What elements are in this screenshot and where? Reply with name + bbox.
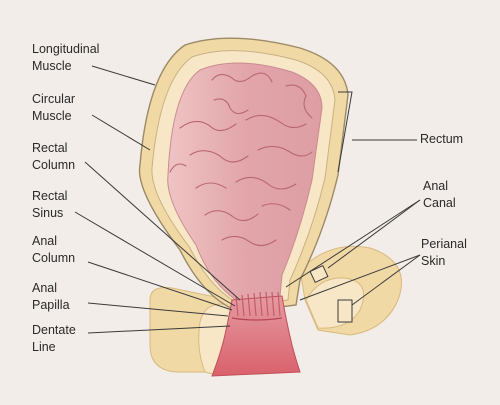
label-dentate-line: Dentate Line [32,323,79,354]
leader-longitudinal-muscle [91,65,156,86]
label-anal-column: Anal Column [32,234,75,265]
leader-dentate-line [87,325,231,334]
leader-anal-column [87,261,233,311]
anal-columns [235,291,281,317]
leader-anal-canal-2 [327,199,421,269]
label-anal-papilla: Anal Papilla [32,281,70,312]
leader-circular-muscle [91,114,151,151]
label-anal-canal: Anal Canal [423,179,456,210]
leader-anal-papilla [87,302,229,317]
leader-rectal-sinus [74,211,236,307]
mucosal-folds [169,72,313,247]
label-longitudinal-muscle: Longitudinal Muscle [32,42,103,73]
anal-canal-marker [309,264,329,284]
rectum-mucosa [167,62,323,301]
perianal-tissue [149,245,402,375]
leader-anal-canal-1 [285,199,421,288]
leader-rectal-column [84,161,241,301]
label-rectal-sinus: Rectal Sinus [32,189,71,220]
leader-perianal-skin-2 [351,254,421,306]
leader-perianal-skin-1 [299,254,421,301]
anal-canal [211,295,301,377]
label-rectum: Rectum [420,132,463,146]
dentate-line-mark [231,317,283,321]
label-circular-muscle: Circular Muscle [32,92,79,123]
label-rectal-column: Rectal Column [32,141,75,172]
label-perianal-skin: Perianal Skin [421,237,470,268]
leader-lines [74,65,421,334]
rectum-bracket [337,91,353,173]
perianal-skin-marker [337,299,353,323]
